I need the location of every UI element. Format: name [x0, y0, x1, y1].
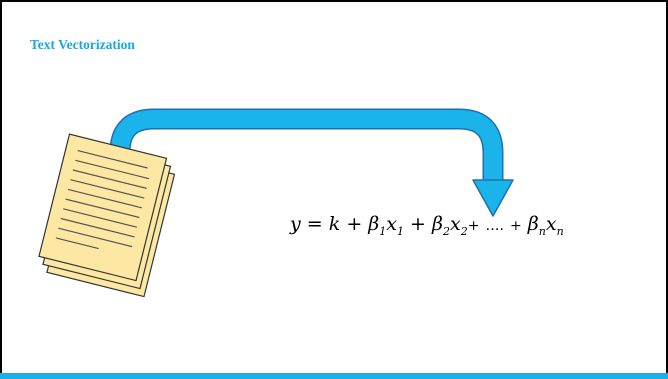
eq-beta-n-sub: n — [538, 225, 546, 238]
bottom-accent-bar — [0, 373, 668, 379]
eq-beta-1: β — [368, 213, 380, 235]
eq-beta-2-sub: 2 — [442, 225, 450, 238]
regression-equation: y = k + β1x1 + β2x2+ …. + βnxn — [290, 213, 564, 238]
eq-beta-2: β — [432, 213, 443, 235]
eq-plus-2: + — [410, 213, 426, 235]
eq-x-n: x — [545, 213, 557, 235]
eq-beta-1-sub: 1 — [379, 225, 387, 238]
eq-plus-3: + — [467, 218, 480, 234]
document-stack-icon — [38, 133, 176, 298]
eq-x-2-sub: 2 — [460, 225, 468, 238]
eq-x-1: x — [386, 213, 397, 235]
eq-x-2: x — [449, 213, 461, 235]
eq-x-n-sub: n — [556, 225, 564, 238]
eq-ellipsis: …. — [485, 218, 504, 234]
eq-constant: k — [328, 213, 341, 235]
eq-plus-1: + — [346, 213, 363, 235]
eq-x-1-sub: 1 — [396, 225, 404, 238]
eq-equals: = — [306, 213, 323, 235]
curved-arrow-icon — [109, 108, 514, 217]
document-lines — [55, 150, 150, 250]
eq-beta-n: β — [527, 213, 539, 235]
eq-lhs: y — [290, 213, 301, 235]
slide-artwork — [38, 108, 514, 298]
eq-plus-4: + — [509, 218, 522, 234]
slide-title: Text Vectorization — [30, 37, 135, 52]
